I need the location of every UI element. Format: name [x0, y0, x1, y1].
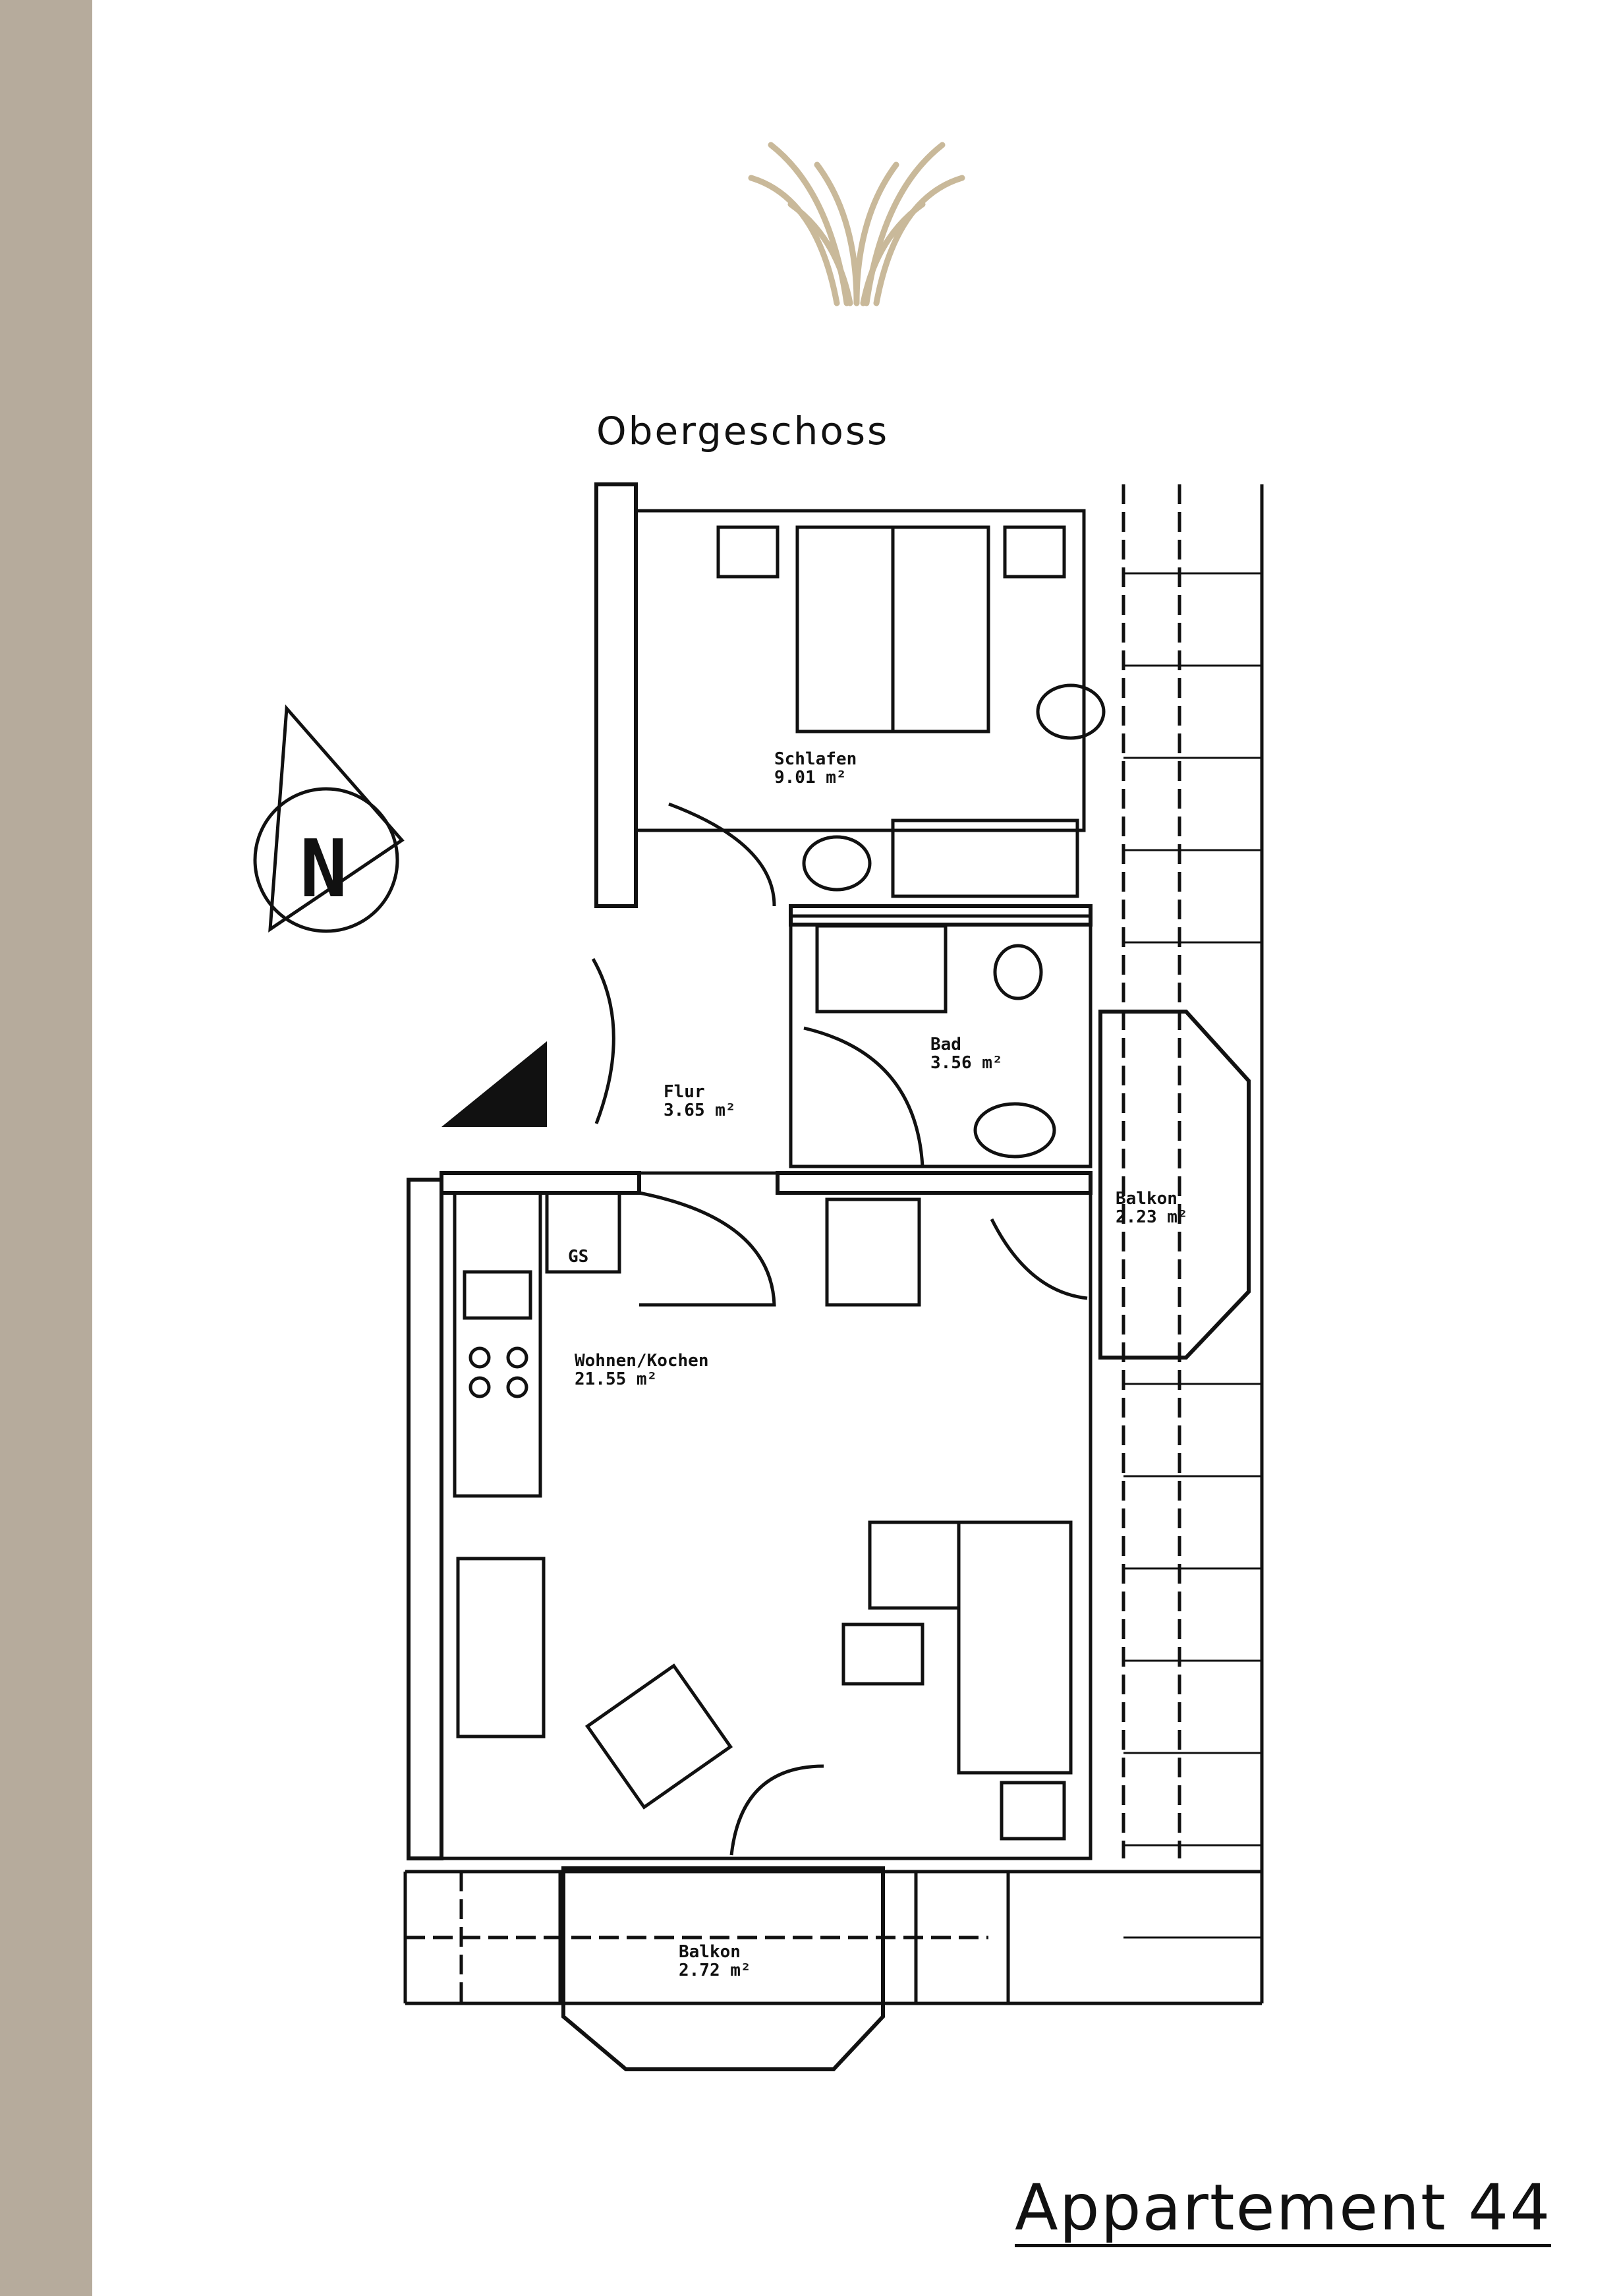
room-label: Flur — [664, 1082, 705, 1102]
gas-label: GS — [568, 1247, 588, 1267]
toilet — [993, 944, 1043, 1000]
gas-box — [545, 1191, 621, 1274]
room-label: Balkon — [1116, 1189, 1178, 1209]
sidebar-stripe — [0, 0, 92, 2296]
sofa — [957, 1520, 1073, 1775]
nightstand-left — [716, 525, 780, 579]
coffee-table — [841, 1622, 924, 1686]
brand-logo-icon — [748, 142, 965, 306]
bedroom-outline — [634, 509, 1086, 832]
dining-table — [825, 1197, 921, 1307]
sink — [973, 1102, 1056, 1159]
room-area: 3.65 m² — [664, 1101, 736, 1120]
east-balcony — [1098, 1010, 1251, 1360]
apartment-title: Appartement 44 — [1015, 2175, 1552, 2247]
room-area: 9.01 m² — [774, 768, 847, 788]
wardrobe — [891, 818, 1079, 898]
bath-outline — [789, 914, 1093, 1168]
room-area: 21.55 m² — [575, 1369, 657, 1389]
room-area: 2.72 m² — [679, 1961, 751, 1980]
room-label: Wohnen/Kochen — [575, 1351, 709, 1371]
nightstand-right — [1003, 525, 1066, 579]
floor-label: Obergeschoss — [596, 409, 890, 453]
entrance-arrow-icon — [441, 1041, 547, 1127]
room-label: Balkon — [679, 1942, 741, 1962]
room-label: Bad — [930, 1035, 961, 1054]
room-area: 3.56 m² — [930, 1053, 1003, 1073]
shower — [815, 924, 948, 1014]
compass-letter: N — [300, 824, 347, 915]
sideboard — [456, 1557, 546, 1738]
south-balcony — [561, 1866, 885, 2071]
compass-icon — [253, 704, 405, 933]
room-area: 2.23 m² — [1116, 1207, 1188, 1227]
armchair — [584, 1663, 733, 1810]
kitchen-counter — [453, 1191, 542, 1498]
room-label: Schlafen — [774, 749, 857, 769]
